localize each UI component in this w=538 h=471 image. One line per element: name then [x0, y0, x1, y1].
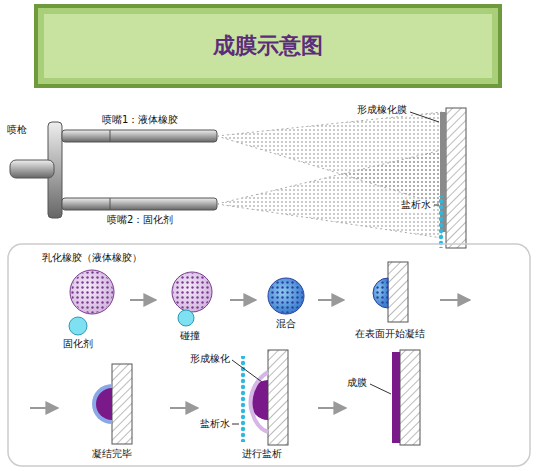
stage-row-1-part	[178, 310, 194, 326]
stage-label: 混合	[275, 318, 297, 330]
stage-label: 乳化橡胶（液体橡胶）	[41, 252, 143, 264]
stage-row-2-part	[240, 356, 246, 442]
stage-row-2-part	[96, 388, 112, 420]
stage-label: 进行盐析	[241, 448, 283, 460]
stage-label: 凝结完毕	[91, 448, 133, 460]
spray-gun-part	[10, 160, 54, 178]
gun-label: 喷枪	[6, 124, 28, 136]
stage-row-1-part	[269, 279, 303, 313]
stage-row-1-part	[70, 270, 114, 314]
stage-row-2-part	[112, 364, 132, 444]
stage-row-2-part	[400, 350, 420, 445]
stage-row-2	[30, 350, 420, 445]
spray-gun-part	[110, 198, 111, 210]
stage-row-1	[69, 262, 470, 335]
spray-cone-part	[217, 150, 442, 238]
stage-row-1-part	[173, 273, 211, 311]
spray-gun-part	[110, 130, 111, 142]
stage-row-1-part	[375, 280, 388, 306]
panel	[8, 244, 530, 466]
stage-label: 成膜	[346, 377, 368, 389]
stage-row-1-part	[69, 317, 87, 335]
spray-cone-part	[217, 136, 442, 205]
nozzle-label: 喷嘴1：液体橡胶	[101, 114, 179, 126]
stage-row-2-part	[268, 350, 288, 445]
spray-gun	[10, 122, 217, 218]
stage-row-2-part	[232, 424, 239, 425]
stage-label: 形成橡化	[189, 353, 231, 365]
stage-row-2-part	[318, 407, 346, 409]
spray-gun-part	[62, 198, 217, 210]
stage-row-2-part	[232, 360, 262, 382]
spray-gun-part	[62, 130, 217, 142]
stage-row-1-part	[440, 299, 470, 301]
stage-row-2-part	[251, 372, 268, 432]
stage-row-2-part	[92, 384, 112, 424]
stage-row-1-part	[130, 299, 156, 301]
film-label: 形成橡化膜	[356, 104, 408, 116]
salt-water-label: 盐析水	[400, 199, 432, 211]
wall	[410, 108, 466, 248]
stage-label: 碰撞	[179, 330, 201, 342]
stage-row-2-part	[30, 407, 58, 409]
stage-row-2-part	[370, 384, 391, 394]
wall-part	[410, 112, 439, 122]
stage-row-1-part	[268, 278, 304, 314]
stage-label: 固化剂	[62, 338, 94, 350]
stage-row-1-part	[373, 278, 388, 308]
nozzle-label: 喷嘴2：固化剂	[106, 214, 174, 226]
wall-part	[437, 196, 443, 248]
spray-cone-part	[217, 112, 442, 136]
stage-row-1-part	[172, 272, 212, 312]
stage-row-1-part	[230, 299, 256, 301]
stage-row-1-part	[318, 299, 344, 301]
salt-water-label: 盐析水	[199, 418, 231, 430]
wall-part	[446, 108, 466, 248]
title: 成膜示意图	[213, 31, 323, 61]
stage-label: 在表面开始凝结	[354, 328, 426, 340]
spray-cone-part	[217, 150, 442, 204]
stage-row-2-part	[170, 407, 198, 409]
wall-part	[434, 205, 439, 206]
stage-row-1-part	[71, 271, 113, 313]
stage-row-2-part	[392, 352, 400, 443]
spray-cone	[217, 112, 442, 238]
stage-row-1-part	[388, 262, 408, 322]
